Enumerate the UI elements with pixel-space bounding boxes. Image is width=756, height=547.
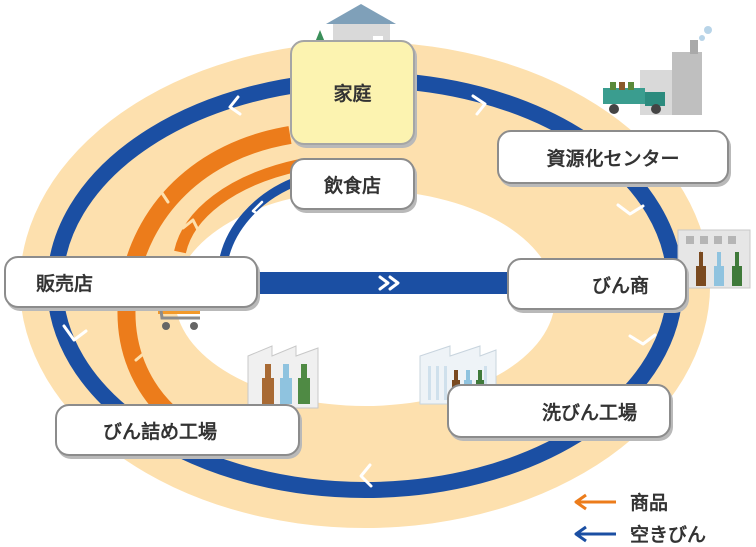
legend-product-label: 商品 (630, 492, 669, 514)
legend-product: 商品 (572, 488, 668, 515)
node-restaurant: 飲食店 (290, 158, 415, 210)
product-route-inner (174, 159, 302, 254)
route-arrow (471, 94, 487, 116)
node-store: 販売店 (4, 256, 258, 308)
node-bottle-merchant: びん商 (507, 258, 687, 310)
node-bottling-factory: びん詰め工場 (55, 404, 300, 456)
truck-factory-icon (603, 26, 712, 115)
route-arrow (134, 348, 160, 362)
route-arrow (251, 200, 265, 219)
node-bottle-washing: 洗びん工場 (447, 384, 671, 438)
route-arrow (228, 95, 242, 116)
orange-arrow-icon (574, 493, 616, 510)
route-arrow (359, 463, 373, 488)
legend-empty-bottle: 空きびん (572, 520, 706, 547)
route-arrow (181, 218, 201, 234)
legend-empty-bottle-label: 空きびん (630, 524, 707, 546)
route-arrow (388, 275, 400, 291)
route-arrow (146, 188, 170, 204)
bottle-building-icon (677, 229, 751, 289)
blue-arrow-icon (574, 525, 616, 542)
route-arrow (628, 333, 657, 346)
route-arrow (378, 275, 390, 291)
route-arrow (616, 203, 645, 216)
node-recycling-center: 資源化センター (497, 130, 729, 184)
node-home: 家庭 (290, 40, 415, 145)
route-arrow (62, 324, 88, 342)
bottling-factory-icon (247, 345, 319, 409)
